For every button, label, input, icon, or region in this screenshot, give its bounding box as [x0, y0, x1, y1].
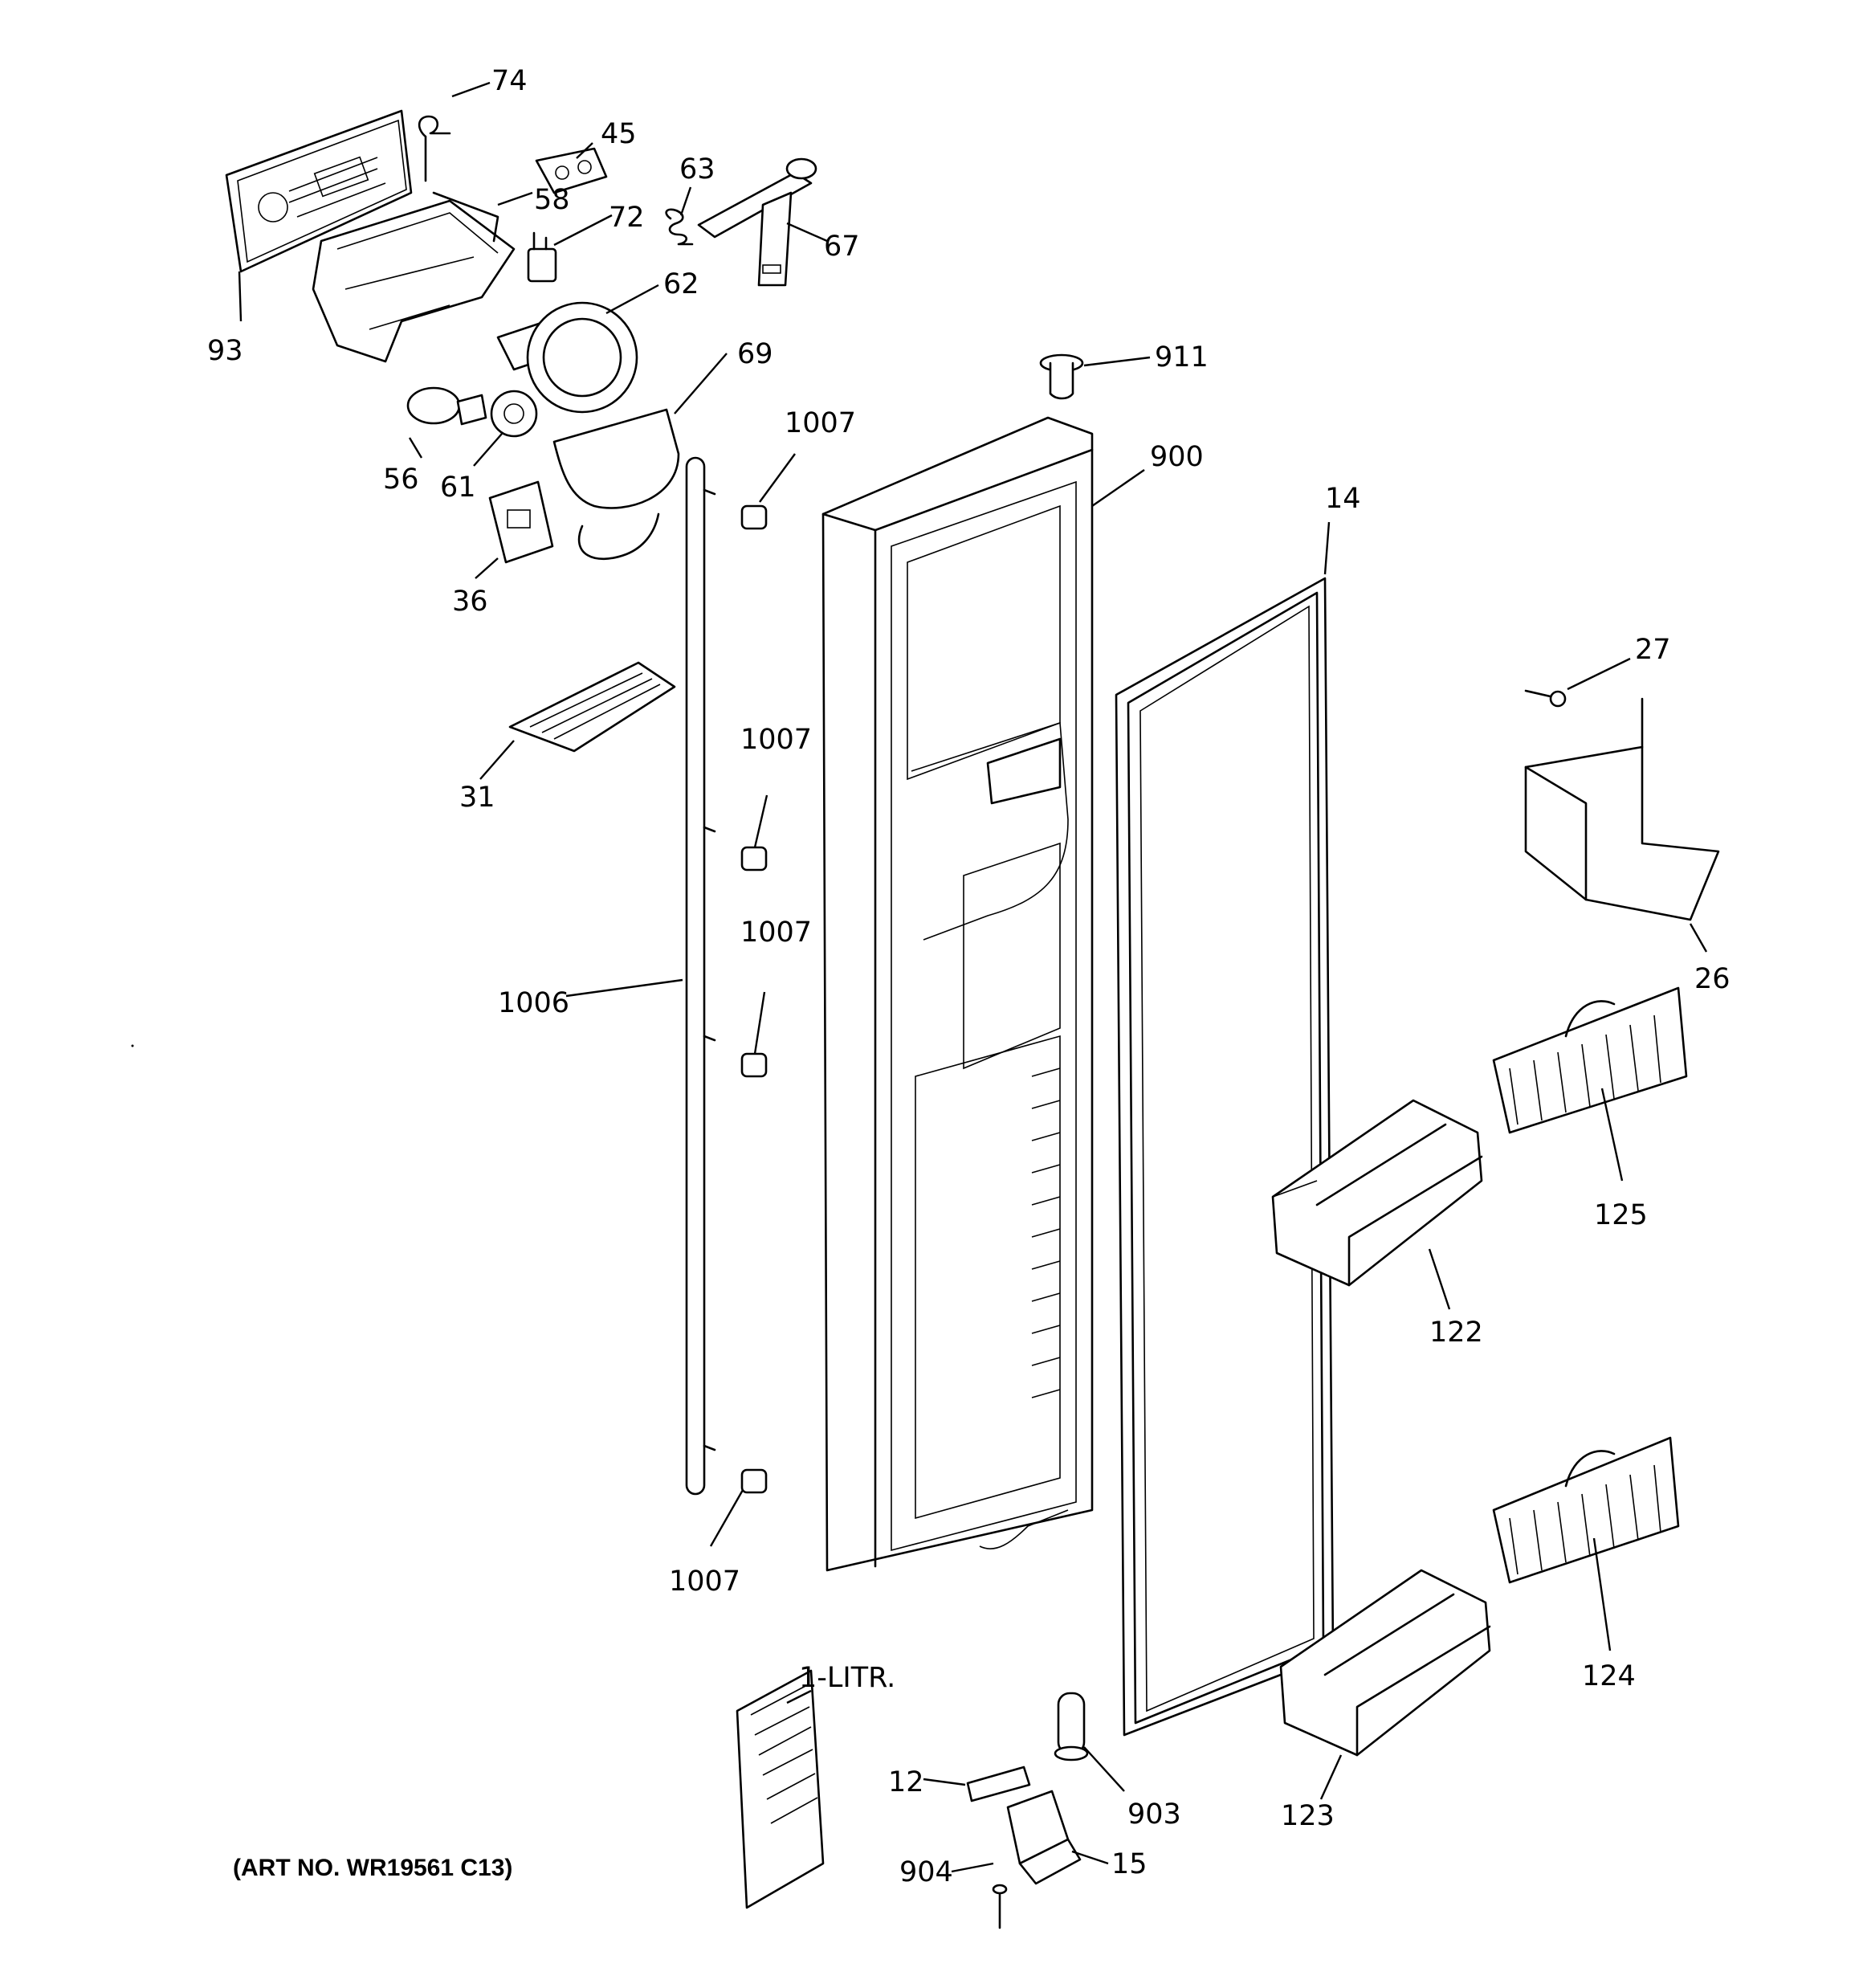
leader-lines — [238, 81, 1708, 1873]
label-61: 61 — [440, 471, 476, 504]
bracket-36 — [488, 480, 554, 564]
hinge-15 — [1006, 1790, 1082, 1885]
label-36: 36 — [452, 586, 488, 618]
label-12: 12 — [888, 1766, 924, 1798]
label-903: 903 — [1127, 1798, 1181, 1831]
handle-caps-1007 — [740, 504, 768, 1494]
label-31: 31 — [459, 782, 495, 814]
art-number: (ART NO. WR19561 C13) — [233, 1855, 512, 1881]
label-14: 14 — [1325, 483, 1361, 515]
spring-63 — [665, 208, 694, 246]
door-bin-122 — [1271, 1099, 1483, 1287]
bin-26 — [1524, 697, 1720, 921]
basket-124 — [1492, 1436, 1680, 1584]
label-27: 27 — [1635, 634, 1671, 666]
ice-chute-ring-62 — [496, 301, 638, 414]
label-1007-top: 1007 — [785, 407, 856, 439]
label-900: 900 — [1150, 441, 1204, 473]
control-panel-93 — [225, 109, 413, 273]
label-58: 58 — [534, 184, 570, 216]
actuator-67 — [697, 157, 817, 287]
label-69: 69 — [737, 338, 773, 370]
label-122: 122 — [1429, 1316, 1483, 1349]
label-67: 67 — [824, 231, 860, 263]
door-gasket-14 — [1115, 577, 1335, 1737]
label-911: 911 — [1155, 341, 1209, 374]
bracket-45 — [535, 147, 608, 194]
label-15: 15 — [1111, 1848, 1148, 1880]
drip-tray-31 — [508, 661, 676, 753]
dispenser-housing-58 — [312, 191, 516, 363]
label-26: 26 — [1694, 963, 1731, 995]
label-72: 72 — [609, 202, 645, 234]
label-1-litr: 1-LITR. — [799, 1662, 895, 1694]
label-1007-bottom: 1007 — [669, 1565, 740, 1598]
chute-funnel-69 — [552, 408, 680, 561]
spring-74 — [418, 115, 451, 182]
screw-27 — [1524, 689, 1567, 708]
door-900 — [821, 416, 1094, 1572]
label-1007-lower-mid: 1007 — [740, 916, 812, 949]
switch-72 — [527, 231, 557, 283]
label-123: 123 — [1281, 1800, 1335, 1832]
label-62: 62 — [663, 268, 699, 300]
handle-1006 — [685, 456, 716, 1496]
label-45: 45 — [601, 118, 637, 150]
label-1007-upper-mid: 1007 — [740, 724, 812, 756]
label-904: 904 — [899, 1856, 953, 1888]
label-63: 63 — [679, 153, 715, 186]
bushing-911 — [1039, 353, 1084, 400]
manual-1-litr — [736, 1669, 825, 1909]
label-56: 56 — [383, 463, 419, 496]
label-74: 74 — [491, 65, 528, 97]
label-124: 124 — [1582, 1660, 1636, 1692]
door-bin-123 — [1279, 1569, 1491, 1757]
label-1006: 1006 — [498, 987, 569, 1019]
label-93: 93 — [207, 335, 243, 367]
basket-125 — [1492, 986, 1688, 1134]
gear-61 — [490, 390, 538, 438]
label-125: 125 — [1594, 1199, 1648, 1231]
pivot-pin-903 — [1054, 1692, 1089, 1761]
bracket-12 — [966, 1766, 1031, 1802]
part-labels: 74 45 58 63 72 67 62 93 69 911 56 61 100… — [207, 65, 1731, 1888]
motor-56 — [406, 386, 487, 426]
screw-904 — [992, 1884, 1008, 1929]
